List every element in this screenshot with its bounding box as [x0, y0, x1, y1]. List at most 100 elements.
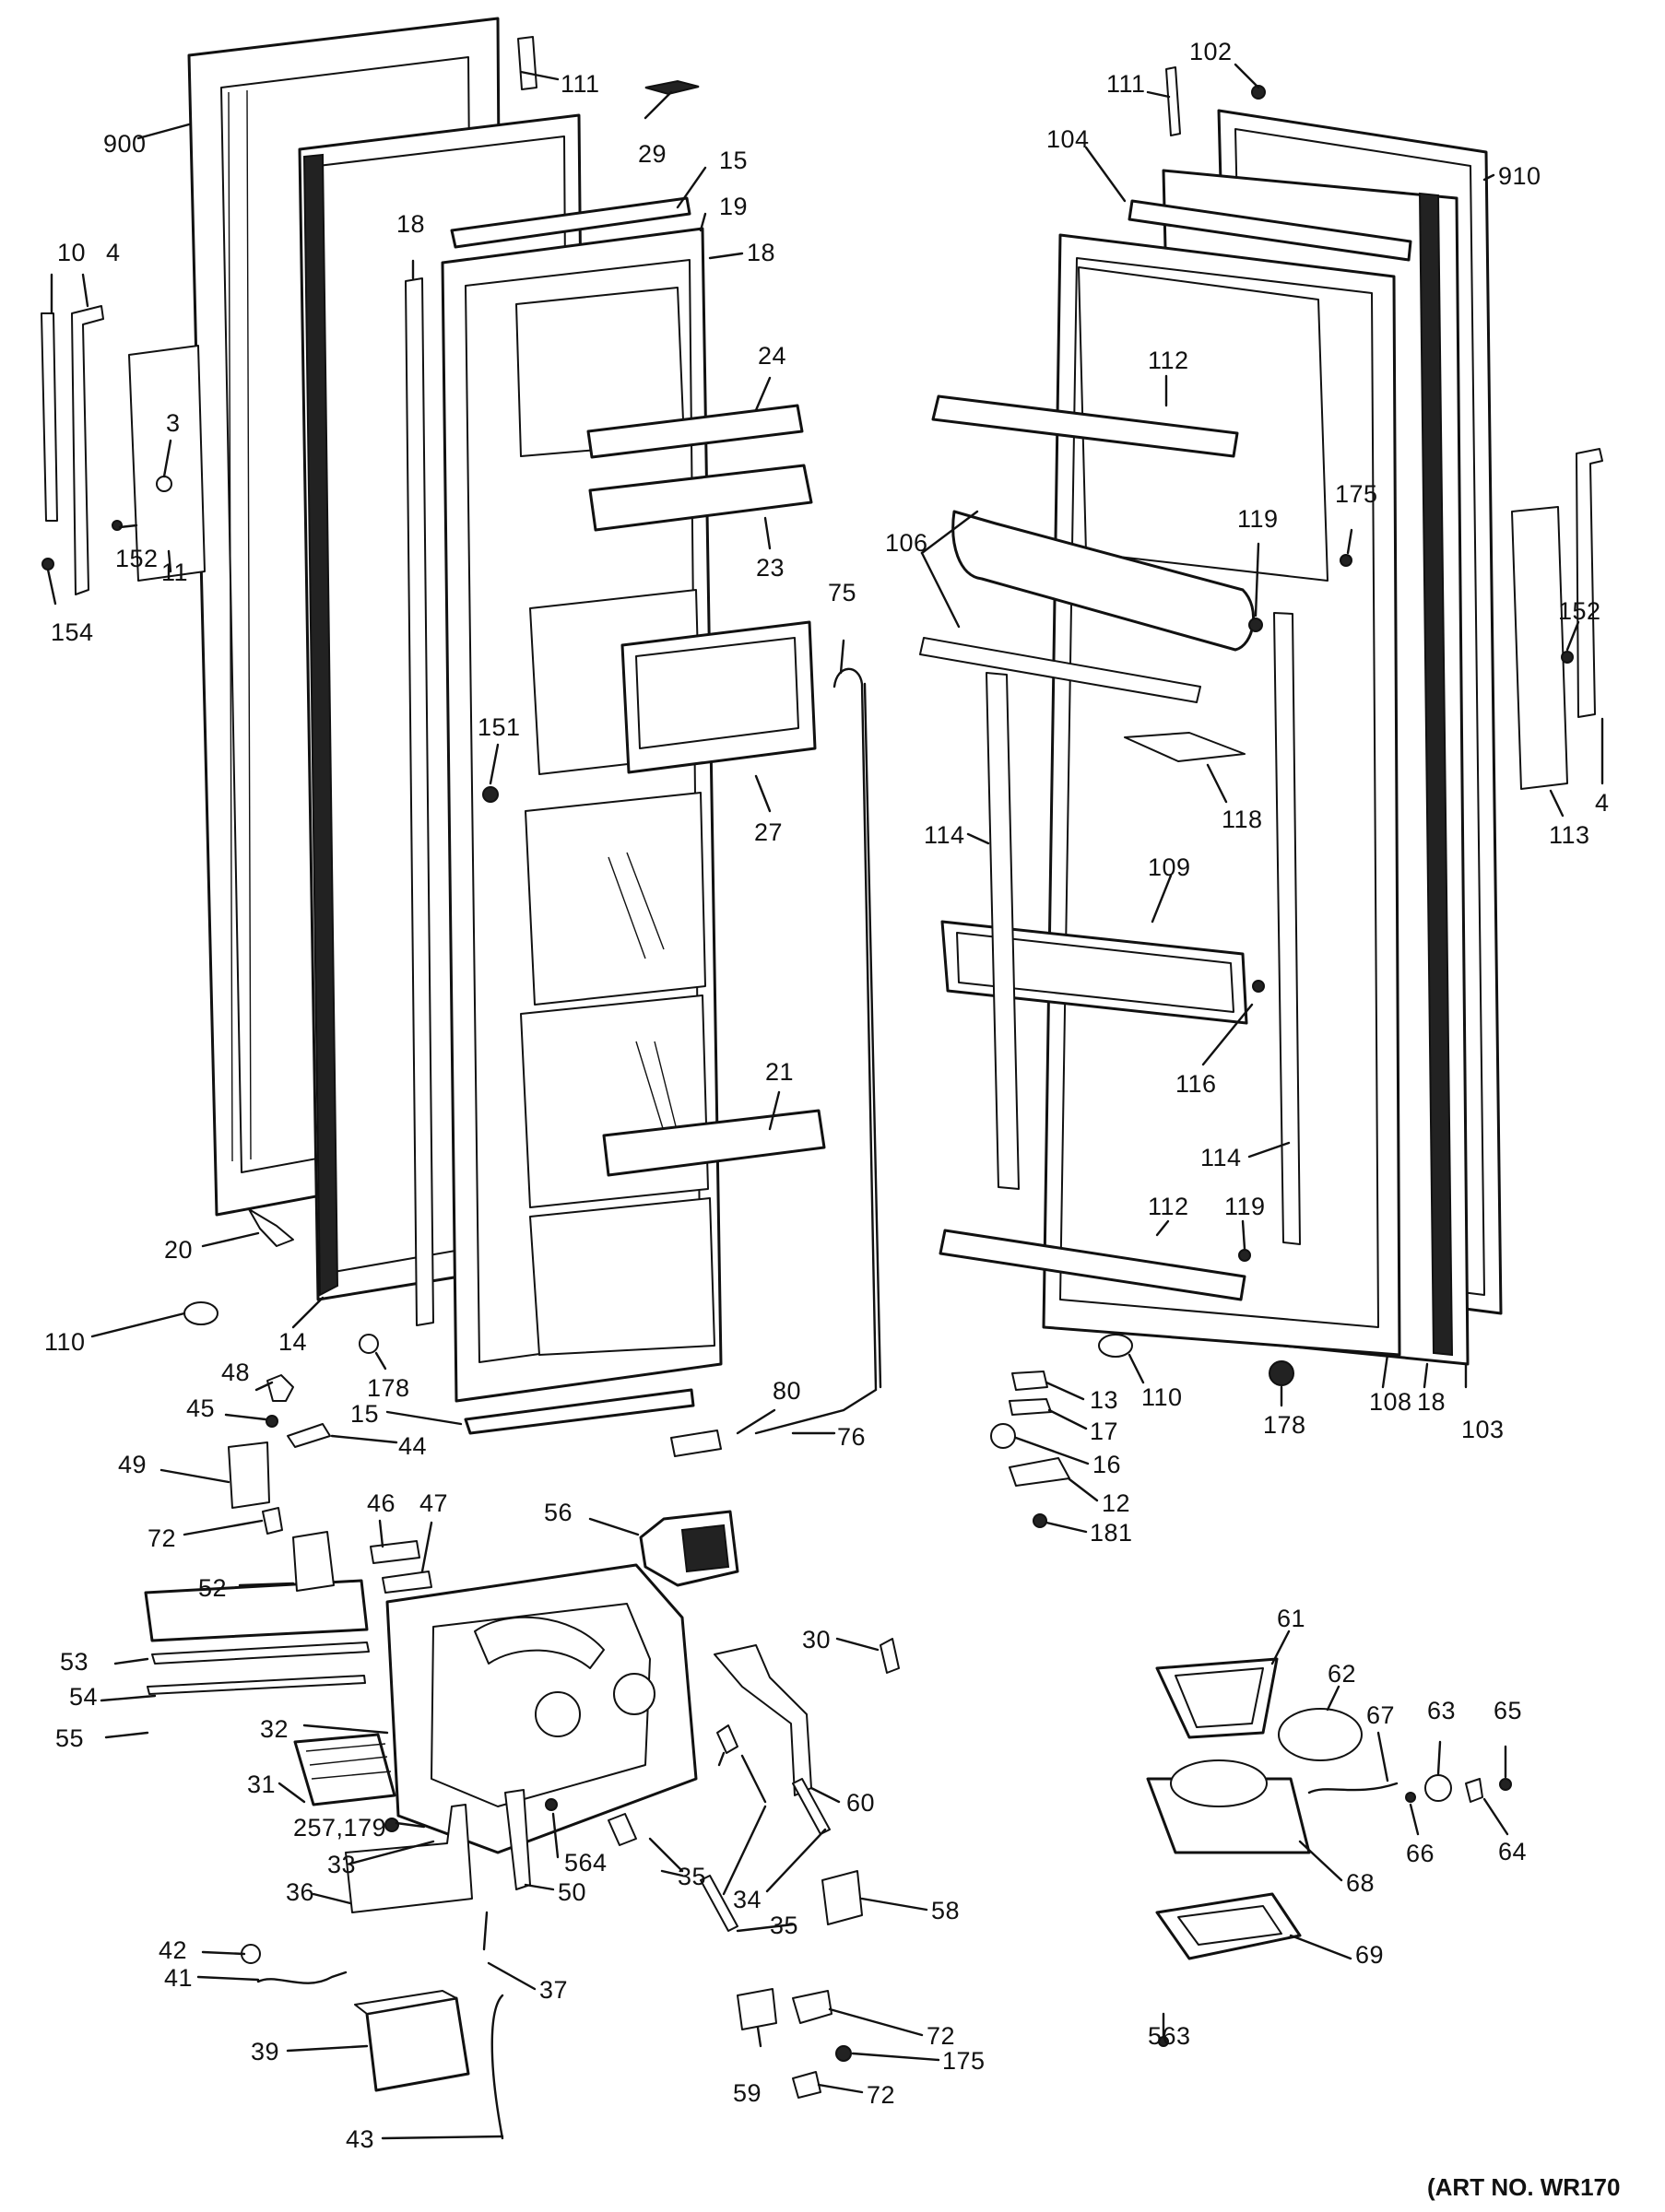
callout-76: 76 — [837, 1423, 866, 1451]
callout-114-right: 114 — [1200, 1144, 1242, 1171]
callout-19: 19 — [719, 193, 748, 220]
callout-119-lower: 119 — [1224, 1193, 1266, 1220]
callout-18-left: 18 — [396, 210, 425, 238]
flapper-62 — [1278, 1708, 1363, 1761]
callout-154: 154 — [51, 618, 94, 646]
art-number-label: (ART NO. WR170 — [1427, 2173, 1620, 2201]
callout-178-left: 178 — [367, 1374, 410, 1402]
callout-47: 47 — [419, 1489, 448, 1517]
callout-112-top: 112 — [1148, 347, 1189, 374]
callout-910: 910 — [1498, 162, 1541, 190]
shelf-bar-112-top — [931, 394, 1239, 458]
callout-175-upper: 175 — [1335, 480, 1378, 508]
callout-14: 14 — [278, 1328, 307, 1356]
hinge-parts-right — [1098, 66, 1603, 1386]
shelf-bar-21 — [602, 1109, 826, 1177]
dispenser-motor-56 — [639, 1510, 739, 1587]
wire-arm-75-76 — [670, 667, 882, 1457]
callout-563: 563 — [1148, 2022, 1191, 2050]
callout-labels: 900 111 29 15 19 18 18 10 4 3 152 154 11… — [44, 38, 1610, 2153]
chute-housing-68 — [1146, 1759, 1311, 1854]
callout-32: 32 — [260, 1715, 289, 1743]
callout-35-lower: 35 — [770, 1912, 798, 1939]
callout-64: 64 — [1498, 1838, 1527, 1865]
callout-23: 23 — [756, 554, 785, 582]
callout-151: 151 — [478, 713, 521, 741]
callout-257-179: 257,179 — [293, 1814, 386, 1841]
callout-118: 118 — [1222, 806, 1263, 833]
callout-45: 45 — [186, 1394, 215, 1422]
callout-104: 104 — [1046, 125, 1090, 153]
callout-41: 41 — [164, 1964, 193, 1992]
bottom-trim-15 — [464, 1388, 695, 1435]
chute-base-69 — [1155, 1892, 1302, 2047]
callout-42: 42 — [159, 1936, 187, 1964]
callout-50: 50 — [558, 1878, 586, 1906]
callout-12: 12 — [1102, 1489, 1130, 1517]
callout-75: 75 — [828, 579, 856, 606]
callout-27: 27 — [754, 818, 783, 846]
callout-43: 43 — [346, 2125, 374, 2153]
callout-21: 21 — [765, 1058, 794, 1086]
callout-175-lower: 175 — [942, 2047, 986, 2075]
callout-178-right: 178 — [1263, 1411, 1306, 1439]
chute-61 — [1155, 1657, 1279, 1739]
door-liner-left — [441, 227, 723, 1403]
callout-36: 36 — [286, 1878, 314, 1906]
shelf-bar-24 — [586, 404, 804, 459]
callout-3: 3 — [166, 409, 181, 437]
callout-34: 34 — [733, 1886, 762, 1913]
callout-112-bottom: 112 — [1148, 1193, 1189, 1220]
callout-17: 17 — [1090, 1418, 1118, 1445]
callout-4-right: 4 — [1595, 789, 1610, 817]
callout-103: 103 — [1461, 1416, 1505, 1443]
callout-72-a: 72 — [148, 1524, 176, 1552]
callout-24: 24 — [758, 342, 786, 370]
callout-60: 60 — [846, 1789, 875, 1817]
callout-30: 30 — [802, 1626, 831, 1653]
display-panel-27 — [620, 620, 817, 774]
callout-18-top: 18 — [747, 239, 775, 266]
callout-18-right: 18 — [1417, 1388, 1446, 1416]
can-rack-106 — [919, 510, 1256, 703]
callout-44: 44 — [398, 1432, 427, 1460]
cord-41-42-37 — [241, 1911, 489, 1984]
shelf-bar-112-bottom — [939, 1229, 1246, 1301]
callout-54: 54 — [69, 1683, 98, 1711]
callout-15: 15 — [719, 147, 748, 174]
callout-35-upper: 35 — [678, 1863, 706, 1890]
callout-15-bottom: 15 — [350, 1400, 379, 1428]
actuator-63-67 — [1307, 1774, 1512, 1803]
callout-900: 900 — [103, 130, 147, 158]
callout-52: 52 — [198, 1574, 227, 1602]
dispenser-housing-32 — [385, 1563, 698, 1854]
battery-39 — [354, 1990, 504, 2140]
callout-80: 80 — [773, 1377, 801, 1405]
callout-55: 55 — [55, 1724, 84, 1752]
callout-108: 108 — [1369, 1388, 1412, 1416]
callout-13: 13 — [1090, 1386, 1118, 1414]
leader-lines — [46, 63, 1604, 2140]
bin-supports-114 — [986, 612, 1301, 1245]
callout-63: 63 — [1427, 1697, 1456, 1724]
callout-110-left: 110 — [44, 1328, 86, 1356]
callout-114-left: 114 — [924, 821, 965, 849]
callout-46: 46 — [367, 1489, 396, 1517]
callout-113: 113 — [1549, 821, 1590, 849]
butter-tray-118 — [1124, 732, 1246, 762]
small-parts-top-left — [183, 36, 700, 1354]
callout-48: 48 — [221, 1359, 250, 1386]
callout-61: 61 — [1277, 1605, 1305, 1632]
shelf-bar-23 — [588, 464, 813, 532]
callout-67: 67 — [1366, 1701, 1395, 1729]
lever-36-50 — [345, 1789, 558, 1913]
callout-564: 564 — [564, 1849, 608, 1877]
callout-152-right: 152 — [1558, 597, 1601, 625]
callout-152-left: 152 — [115, 545, 159, 572]
callout-53: 53 — [60, 1648, 89, 1676]
callout-111-right: 111 — [1106, 70, 1146, 98]
spring-parts-34-35 — [608, 1724, 831, 1932]
callout-31: 31 — [247, 1771, 276, 1798]
callout-69: 69 — [1355, 1941, 1384, 1969]
